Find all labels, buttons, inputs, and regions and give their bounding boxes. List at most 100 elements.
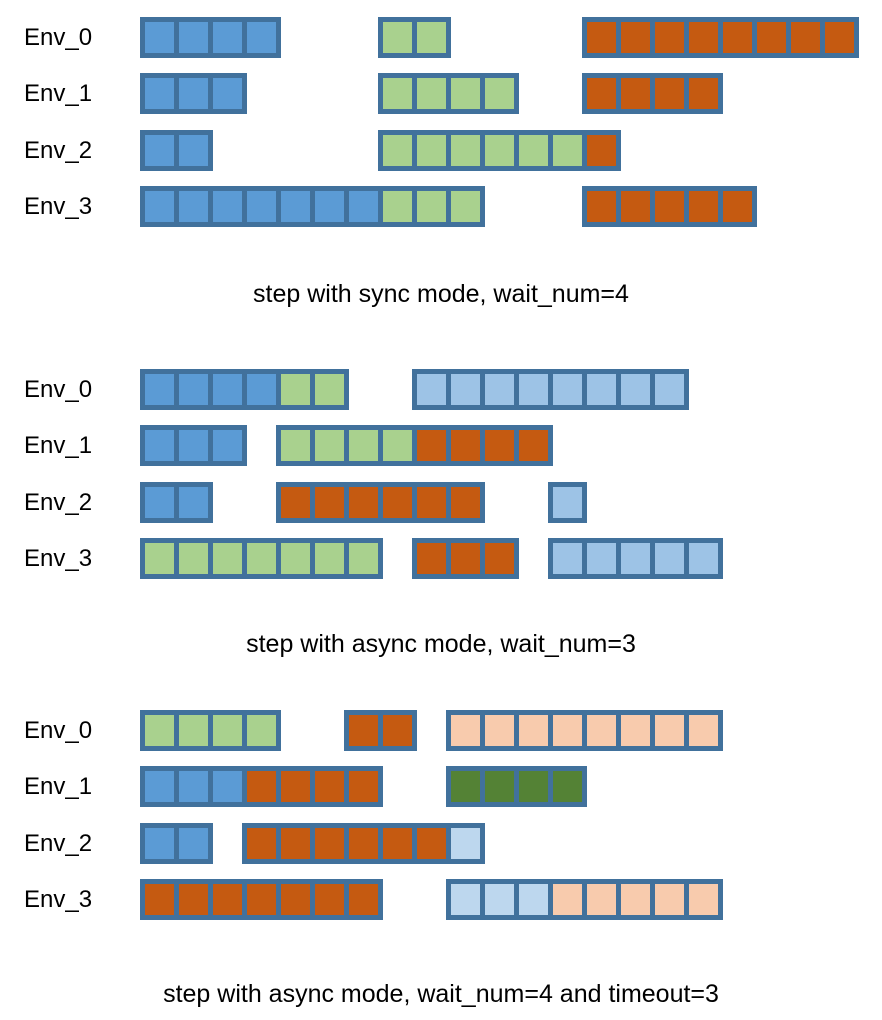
step-cell-orange xyxy=(315,828,344,859)
step-cell-dark-green xyxy=(519,771,548,802)
step-cell-dark-green xyxy=(553,771,582,802)
step-cell-pale-blue xyxy=(451,884,480,915)
step-cell-light-blue xyxy=(587,374,616,405)
env-label: Env_3 xyxy=(24,544,93,572)
step-cell-orange xyxy=(587,78,616,109)
step-cell-green xyxy=(247,715,276,746)
step-cell-light-blue xyxy=(587,543,616,574)
step-cell-busy-blue xyxy=(145,374,174,405)
env-label: Env_0 xyxy=(24,23,93,51)
step-cell-green xyxy=(281,374,310,405)
step-cell-green xyxy=(451,191,480,222)
step-cell-green xyxy=(451,78,480,109)
step-bar xyxy=(140,369,349,410)
step-cell-green xyxy=(485,78,514,109)
step-cell-green xyxy=(519,135,548,166)
step-cell-green xyxy=(417,22,446,53)
step-bar xyxy=(140,17,281,58)
step-cell-orange xyxy=(145,884,174,915)
step-bar xyxy=(582,73,723,114)
step-cell-orange xyxy=(757,22,786,53)
step-bar xyxy=(140,73,247,114)
step-cell-orange xyxy=(723,191,752,222)
step-bar xyxy=(140,879,383,920)
step-cell-light-blue xyxy=(621,374,650,405)
step-cell-light-blue xyxy=(553,374,582,405)
env-label: Env_3 xyxy=(24,192,93,220)
step-cell-green xyxy=(417,78,446,109)
step-cell-orange xyxy=(417,487,446,518)
step-cell-busy-blue xyxy=(179,374,208,405)
env-label: Env_1 xyxy=(24,431,93,459)
step-cell-green xyxy=(145,543,174,574)
step-cell-light-blue xyxy=(553,487,582,518)
step-cell-peach xyxy=(553,884,582,915)
step-cell-orange xyxy=(315,771,344,802)
step-cell-peach xyxy=(519,715,548,746)
step-cell-light-blue xyxy=(451,374,480,405)
step-cell-orange xyxy=(723,22,752,53)
step-cell-orange xyxy=(247,884,276,915)
step-cell-green xyxy=(281,543,310,574)
step-cell-green xyxy=(315,430,344,461)
step-bar xyxy=(412,538,519,579)
step-bar xyxy=(446,879,723,920)
step-cell-busy-blue xyxy=(213,78,242,109)
step-cell-light-blue xyxy=(519,374,548,405)
step-cell-busy-blue xyxy=(281,191,310,222)
env-label: Env_2 xyxy=(24,829,93,857)
step-cell-orange xyxy=(621,78,650,109)
step-cell-green xyxy=(281,430,310,461)
step-cell-busy-blue xyxy=(247,191,276,222)
step-cell-orange xyxy=(349,487,378,518)
step-cell-green xyxy=(349,543,378,574)
step-cell-green xyxy=(315,374,344,405)
step-cell-peach xyxy=(689,715,718,746)
step-cell-orange xyxy=(825,22,854,53)
step-cell-orange xyxy=(349,771,378,802)
step-bar xyxy=(378,73,519,114)
step-cell-dark-green xyxy=(451,771,480,802)
step-cell-busy-blue xyxy=(179,771,208,802)
step-bar xyxy=(276,425,553,466)
step-bar xyxy=(344,710,417,751)
env-label: Env_3 xyxy=(24,885,93,913)
step-cell-green xyxy=(213,543,242,574)
step-cell-green xyxy=(145,715,174,746)
step-cell-orange xyxy=(451,543,480,574)
step-cell-busy-blue xyxy=(179,487,208,518)
step-cell-orange xyxy=(485,543,514,574)
step-cell-orange xyxy=(315,884,344,915)
panel-async-wait4-timeout3-caption: step with async mode, wait_num=4 and tim… xyxy=(163,980,719,1008)
step-cell-orange xyxy=(417,543,446,574)
step-cell-orange xyxy=(281,487,310,518)
step-cell-green xyxy=(349,430,378,461)
step-bar xyxy=(582,186,757,227)
step-cell-peach xyxy=(587,884,616,915)
step-cell-orange xyxy=(655,191,684,222)
step-cell-orange xyxy=(281,884,310,915)
step-cell-peach xyxy=(621,715,650,746)
env-label: Env_0 xyxy=(24,716,93,744)
step-cell-orange xyxy=(621,191,650,222)
step-cell-orange xyxy=(247,828,276,859)
step-cell-green xyxy=(383,22,412,53)
step-cell-orange xyxy=(451,430,480,461)
step-cell-orange xyxy=(349,884,378,915)
step-cell-peach xyxy=(553,715,582,746)
step-cell-orange xyxy=(417,430,446,461)
step-cell-busy-blue xyxy=(145,771,174,802)
step-cell-green xyxy=(315,543,344,574)
step-cell-busy-blue xyxy=(247,22,276,53)
step-cell-peach xyxy=(587,715,616,746)
step-bar xyxy=(548,538,723,579)
step-cell-dark-green xyxy=(485,771,514,802)
step-cell-peach xyxy=(621,884,650,915)
step-cell-busy-blue xyxy=(145,487,174,518)
panel-async-wait3-caption: step with async mode, wait_num=3 xyxy=(246,630,636,658)
step-cell-busy-blue xyxy=(145,430,174,461)
step-cell-green xyxy=(485,135,514,166)
step-bar xyxy=(140,425,247,466)
step-bar xyxy=(378,17,451,58)
step-bar xyxy=(548,482,587,523)
